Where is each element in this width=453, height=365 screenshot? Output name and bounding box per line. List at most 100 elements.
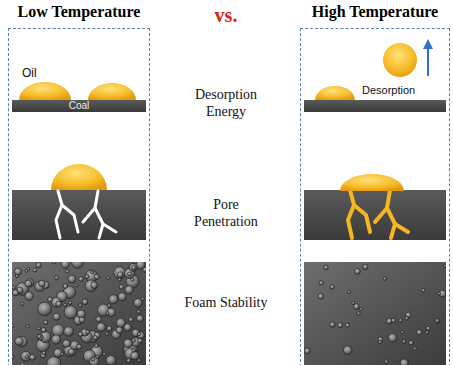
bubble: [360, 308, 363, 311]
bubble: [330, 285, 334, 289]
bubble: [79, 277, 84, 282]
bubble: [124, 339, 133, 348]
bubble: [61, 353, 64, 356]
bubble: [318, 293, 324, 299]
coal-label: Coal: [49, 100, 109, 112]
bubble: [435, 319, 439, 323]
bubble: [109, 295, 118, 304]
bubble: [12, 286, 15, 289]
bubble: [137, 338, 142, 343]
bubble: [91, 282, 98, 289]
panel-title: High Temperature: [300, 2, 450, 22]
bubble: [438, 292, 441, 295]
bubble: [324, 265, 329, 270]
bubble: [39, 280, 46, 287]
oil-droplet: [51, 164, 107, 190]
desorption-arrow: [427, 44, 429, 76]
bubble: [107, 326, 112, 331]
bubble: [21, 302, 24, 305]
bubble: [338, 323, 343, 328]
bubble: [95, 344, 99, 348]
bubble: [37, 334, 41, 338]
bubble: [114, 267, 126, 279]
bubble: [64, 303, 67, 306]
bubble: [131, 278, 134, 281]
versus-label: vs.: [196, 3, 256, 27]
bubble: [363, 264, 368, 269]
bubble: [47, 357, 61, 365]
bubble: [68, 301, 71, 304]
bubble: [444, 264, 446, 267]
bubble: [96, 317, 102, 323]
bubble: [25, 355, 28, 358]
bubble: [94, 274, 99, 279]
oil-label: Oil: [22, 66, 37, 80]
bubble: [413, 347, 416, 350]
bubble: [56, 301, 62, 307]
bubble: [53, 262, 56, 264]
bubble: [399, 319, 402, 322]
bubble: [345, 323, 349, 327]
bubble: [434, 318, 440, 324]
bubble: [96, 355, 99, 358]
bubble: [116, 327, 123, 334]
bubble: [137, 332, 140, 335]
foam-photo: [12, 262, 146, 365]
panel-title: Low Temperature: [8, 2, 150, 22]
bubble: [86, 330, 90, 334]
bubble: [48, 297, 53, 302]
bubble: [66, 270, 70, 274]
bubble: [106, 312, 109, 315]
bubble: [421, 288, 425, 292]
bubble: [391, 318, 395, 322]
bubble: [41, 327, 46, 332]
desorption-low: [12, 82, 146, 112]
bubble: [131, 352, 139, 360]
bubble: [25, 269, 28, 272]
bubble: [53, 313, 60, 320]
bubble: [36, 262, 41, 267]
bubble: [383, 277, 386, 280]
bubble: [138, 359, 141, 362]
bubble: [51, 297, 61, 307]
bubble: [63, 340, 71, 348]
bubble: [78, 332, 83, 337]
bubble: [63, 284, 68, 289]
bubble: [21, 363, 25, 365]
bubble: [26, 325, 29, 328]
bubble: [129, 317, 133, 321]
bubble: [68, 275, 76, 283]
bubble: [125, 286, 133, 294]
bubble: [71, 262, 83, 268]
coal-block: [304, 190, 446, 240]
pore-high: [304, 174, 446, 240]
bubble: [402, 340, 406, 344]
bubble: [119, 285, 124, 290]
bubble: [357, 312, 360, 315]
row-label: Foam Stability: [183, 294, 269, 311]
bubble: [319, 281, 323, 285]
bubble: [15, 337, 23, 345]
bubble: [37, 327, 40, 330]
bubble: [137, 332, 144, 339]
bubble: [137, 315, 144, 322]
bubble: [91, 358, 94, 361]
bubble: [12, 355, 14, 359]
bubble: [352, 301, 355, 304]
bubble: [78, 304, 81, 307]
bubble: [77, 344, 82, 349]
bubble: [107, 304, 110, 307]
foam-bubbles: [304, 264, 446, 365]
bubble: [143, 267, 146, 272]
oil-droplet: [340, 174, 404, 191]
bubble: [15, 274, 18, 277]
bubble: [38, 302, 52, 316]
desorption-high: [304, 43, 446, 112]
bubble: [64, 327, 74, 337]
oil-droplet: [19, 82, 71, 100]
bubble: [118, 293, 126, 301]
row-label: Desorption Energy: [183, 86, 269, 120]
empty-pores: [56, 191, 116, 238]
bubble: [30, 354, 36, 360]
